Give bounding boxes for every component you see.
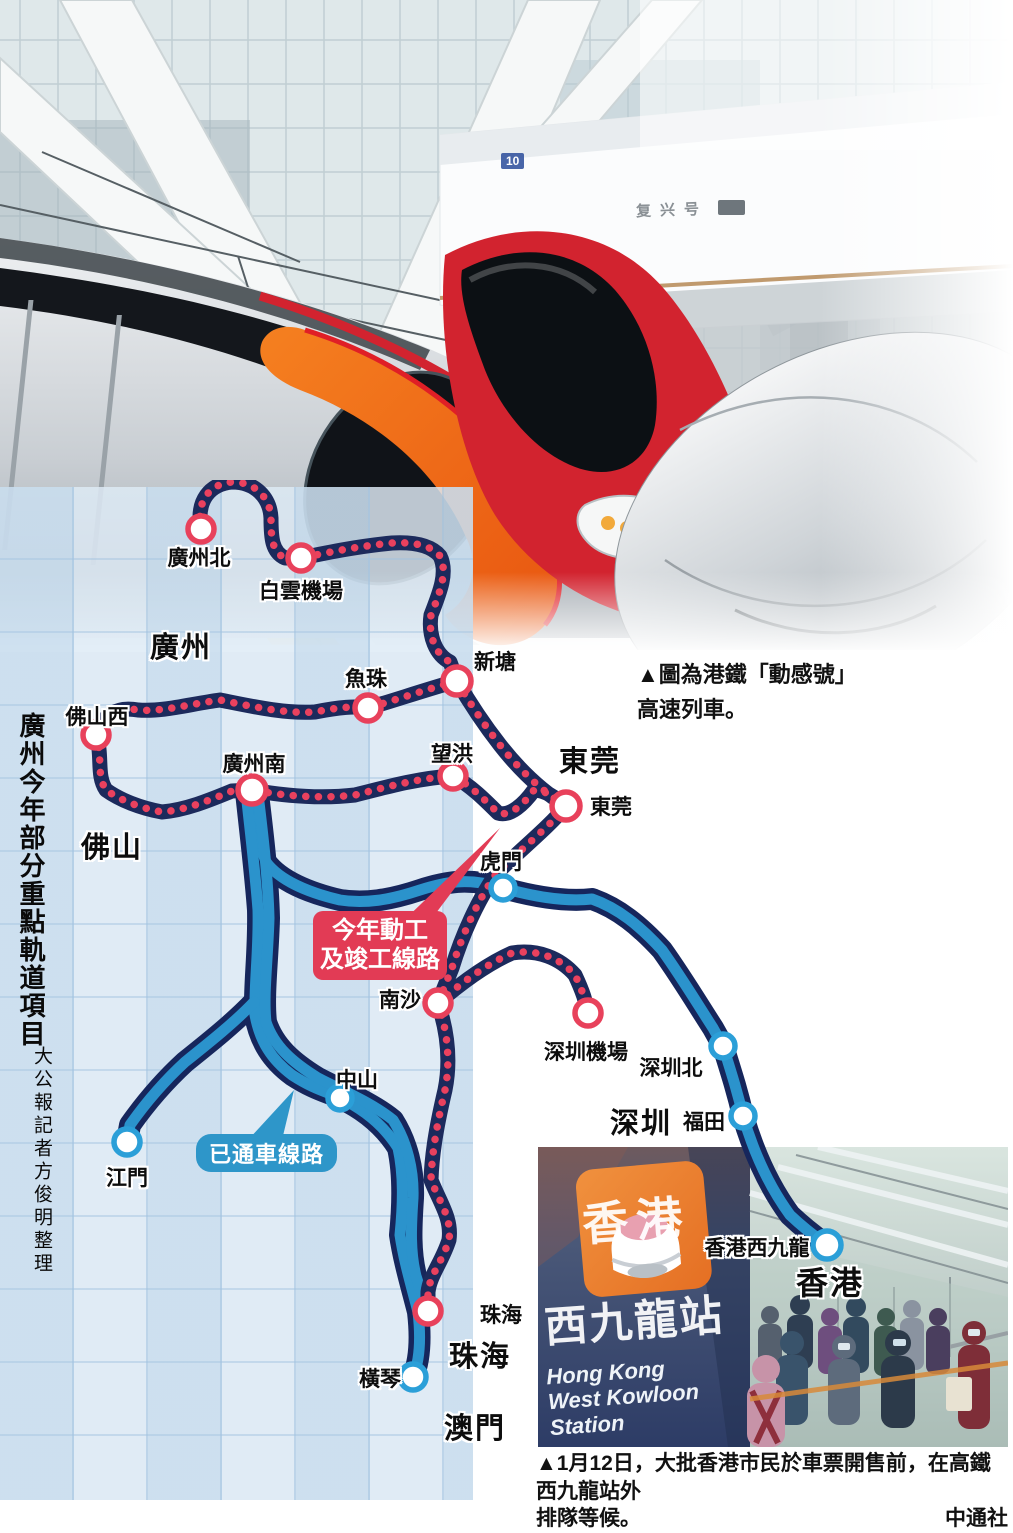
top-caption-line2: 高速列車。 — [637, 697, 748, 723]
station-label-humen: 虎門 — [480, 851, 522, 874]
station-label-hkwestkowloon: 香港西九龍 — [704, 1237, 810, 1260]
station-label-shenzhenbei: 深圳北 — [639, 1057, 703, 1080]
station-label-hengqin: 橫琴 — [359, 1368, 401, 1391]
station-label-shenzhenairport: 深圳機場 — [544, 1041, 628, 1064]
top-caption-line1: ▲圖為港鐵「動感號」 — [637, 662, 857, 687]
station-label-guangzhoubei: 廣州北 — [167, 547, 231, 570]
region-label-shenzhen: 深圳 — [609, 1108, 673, 1140]
crowd — [747, 1295, 1008, 1447]
construction-callout-line1: 今年動工 — [332, 917, 428, 944]
fuxing-train-side-label: 复兴号 — [635, 200, 709, 221]
station-label-foshanxi: 佛山西 — [65, 706, 129, 729]
region-label-dongguan: 東莞 — [558, 746, 622, 778]
byline-vertical: 大公報記者方俊明整理 — [31, 1046, 52, 1276]
opened-lines-callout: 已通車線路 — [196, 1134, 338, 1172]
region-label-foshan: 佛山 — [80, 832, 144, 864]
page-title-vertical: 廣州今年部分重點軌道項目 — [16, 712, 45, 1048]
region-label-hongkong: 香港 — [795, 1265, 865, 1301]
west-kowloon-photo: 香港 西九龍站 Hong Kong West Kowloon Station — [538, 1147, 1008, 1447]
bottom-caption-credit: 中通社 — [945, 1507, 1008, 1531]
west-kowloon-photo-art — [538, 1147, 1008, 1447]
station-label-wanghong: 望洪 — [431, 743, 473, 766]
station-label-xintang: 新塘 — [474, 651, 516, 674]
construction-lines-callout: 今年動工 及竣工線路 — [313, 911, 447, 980]
station-label-dongguan: 東莞 — [590, 796, 632, 819]
station-label-zhongshan: 中山 — [336, 1069, 378, 1092]
region-label-guangzhou: 廣州 — [149, 632, 213, 664]
sign-cn-line1: 香港 — [580, 1192, 692, 1251]
station-label-jiangmen: 江門 — [106, 1167, 148, 1190]
station-label-guangzhounan: 廣州南 — [222, 753, 286, 776]
station-label-baiyunairport: 白雲機場 — [259, 580, 343, 603]
region-label-zhuhai: 珠海 — [448, 1341, 512, 1373]
station-train-photo — [0, 0, 1013, 650]
bottom-photo-caption: ▲1月12日，大批香港市民於車票開售前，在高鐵西九龍站外 排隊等候。 中通社 — [536, 1450, 1008, 1533]
top-photo-caption: ▲圖為港鐵「動感號」 高速列車。 — [637, 657, 947, 727]
region-label-macau: 澳門 — [443, 1413, 507, 1445]
sign-cn-line2: 西九龍站 — [542, 1292, 726, 1353]
bottom-caption-line2: 排隊等候。 — [536, 1507, 641, 1531]
station-label-futian: 福田 — [683, 1111, 725, 1134]
sign-en-text: Hong Kong West Kowloon Station — [546, 1354, 702, 1440]
bottom-caption-line1: ▲1月12日，大批香港市民於車票開售前，在高鐵西九龍站外 — [536, 1452, 991, 1503]
construction-callout-line2: 及竣工線路 — [320, 946, 440, 974]
platform-number-sign: 10 — [501, 153, 525, 169]
station-label-yuzhu: 魚珠 — [345, 668, 387, 691]
station-label-nansha: 南沙 — [379, 989, 421, 1012]
station-label-zhuhai: 珠海 — [480, 1304, 522, 1327]
